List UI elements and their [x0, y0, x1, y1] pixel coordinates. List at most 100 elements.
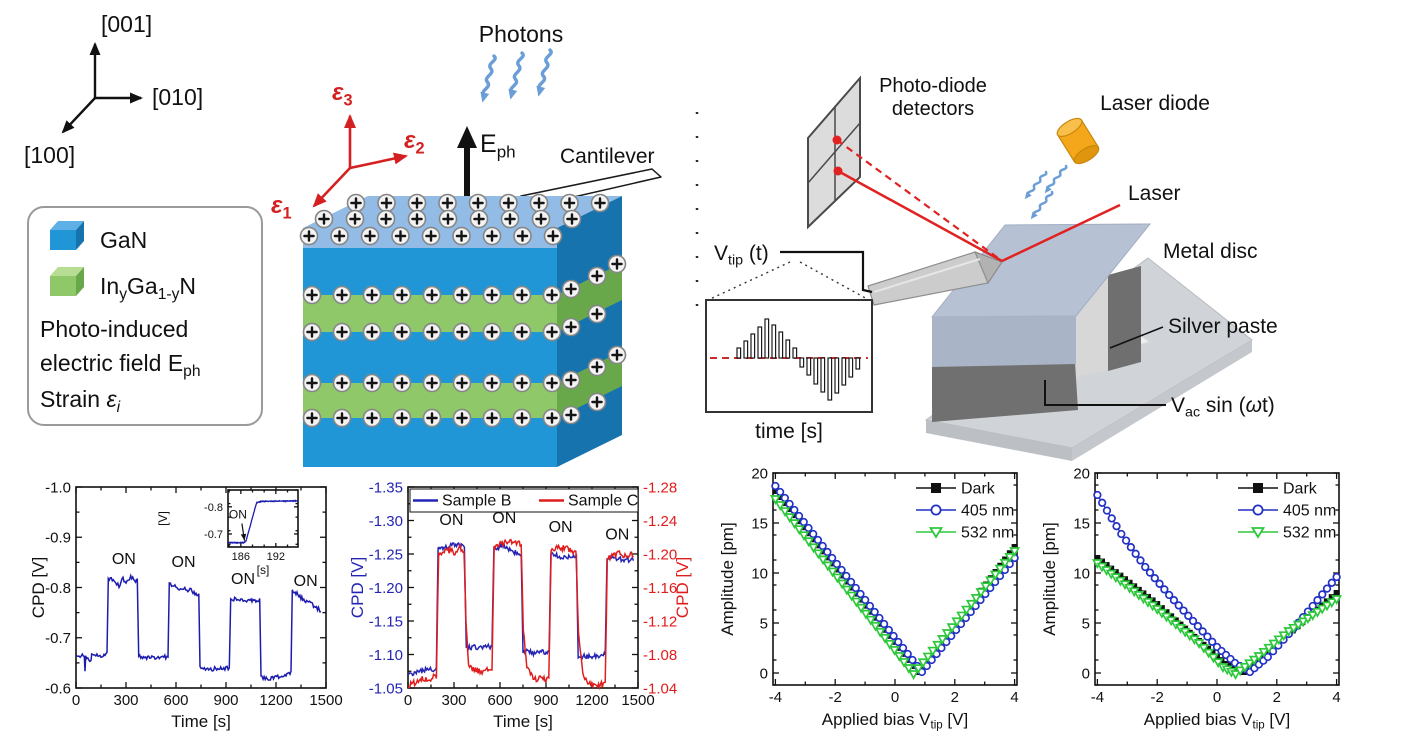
- gan-swatch-icon: [50, 221, 84, 250]
- photon-wave-icon: [1030, 190, 1054, 220]
- x-tick-label: 2: [1273, 689, 1281, 706]
- plus-charge-icon: [422, 373, 442, 393]
- legend-label: 532 nm: [961, 525, 1014, 542]
- legend-label: Dark: [961, 481, 996, 498]
- x-tick-label: 300: [113, 692, 138, 709]
- plus-charge-icon: [590, 193, 610, 213]
- axis-100-arrow: [61, 97, 96, 134]
- photon-wave-icon: [1024, 170, 1048, 200]
- y-tick-label: 15: [1073, 515, 1090, 532]
- plus-charge-icon: [607, 345, 627, 365]
- series-sample-b: [407, 540, 635, 677]
- annotation-on: ON: [549, 519, 573, 536]
- plus-charge-icon: [302, 373, 322, 393]
- y2-tick-label: -1.16: [643, 580, 677, 597]
- y-tick-label: -0.8: [45, 580, 71, 597]
- x-tick-label: 1200: [575, 692, 608, 709]
- x-tick-label: 192: [267, 551, 285, 563]
- y-tick-label: 15: [751, 515, 768, 532]
- y-axis-title: Amplitude [pm]: [1040, 522, 1059, 635]
- plus-charge-icon: [302, 285, 322, 305]
- vac-label: Vac sin (ωt): [1171, 394, 1275, 421]
- plot-frame: [407, 486, 639, 689]
- plus-charge-icon: [422, 408, 442, 428]
- reflected-beam-solid: [837, 169, 1003, 263]
- plus-charge-icon: [469, 209, 489, 229]
- y-tick-label: -0.7: [45, 630, 71, 647]
- y-tick-label: -1.05: [369, 680, 403, 697]
- plus-charge-icon: [330, 226, 349, 246]
- gan-label: GaN: [100, 227, 147, 253]
- y-tick-label: -1.0: [45, 479, 71, 496]
- vtip-label: Vtip (t): [714, 242, 769, 269]
- y-tick-label: 10: [1073, 565, 1090, 582]
- plus-charge-icon: [391, 226, 410, 246]
- y-tick-label: -0.7: [204, 529, 223, 541]
- annotation-on: ON: [229, 508, 247, 522]
- plus-charge-icon: [512, 285, 532, 305]
- plus-charge-icon: [607, 254, 627, 274]
- axis-001-label: [001]: [101, 11, 152, 37]
- plus-charge-icon: [561, 405, 581, 425]
- y-axis-title: Amplitude [pm]: [718, 522, 737, 635]
- silver-paste-leader: [1109, 326, 1164, 349]
- y-tick-label: -1.35: [369, 479, 403, 496]
- plus-charge-icon: [500, 209, 520, 229]
- y2-tick-label: -1.20: [643, 546, 677, 563]
- plus-charge-icon: [360, 226, 380, 246]
- series-532-nm: [1091, 559, 1343, 680]
- legend-label: Sample B: [442, 493, 511, 510]
- plus-charge-icon: [362, 408, 382, 428]
- laser-label: Laser: [1128, 182, 1181, 205]
- y-tick-label: -1.20: [369, 580, 403, 597]
- strain-e3-label: ε3: [332, 79, 353, 109]
- metal-disc-right: [1108, 266, 1141, 371]
- silver-paste-label: Silver paste: [1168, 315, 1278, 338]
- plus-charge-icon: [377, 193, 396, 213]
- y-axis-title: [V]: [156, 511, 170, 526]
- plus-charge-icon: [452, 285, 472, 305]
- positive-charges: [299, 193, 627, 428]
- plus-charge-icon: [543, 226, 563, 246]
- strain-e2-label: ε2: [404, 127, 425, 157]
- ingan-swatch-icon: [50, 267, 84, 296]
- x-axis-title: Applied bias Vtip [V]: [1144, 710, 1290, 732]
- plus-charge-icon: [542, 408, 562, 428]
- x-tick-label: 1500: [309, 692, 342, 709]
- plus-charge-icon: [468, 193, 488, 213]
- plus-charge-icon: [392, 322, 412, 342]
- x-tick-label: 300: [441, 692, 466, 709]
- ingan-layer-1-side: [557, 263, 622, 332]
- x-tick-label: -4: [769, 689, 782, 706]
- plus-charge-icon: [512, 322, 532, 342]
- base-plate-right: [1072, 340, 1252, 461]
- laser-diode-icon: [1056, 117, 1100, 165]
- plus-charge-icon: [299, 226, 319, 246]
- photon-wave-icon: [536, 48, 553, 97]
- vac-wire: [1044, 380, 1166, 406]
- y-tick-label: -0.8: [204, 502, 223, 514]
- plus-charge-icon: [561, 370, 581, 390]
- y-tick-label: 0: [1082, 665, 1090, 682]
- laser-beam: [1001, 203, 1121, 263]
- annotation-on: ON: [605, 526, 629, 543]
- plus-charge-icon: [332, 408, 352, 428]
- x-tick-label: -2: [829, 689, 842, 706]
- base-plate-front: [926, 420, 1072, 461]
- plus-charge-icon: [302, 322, 322, 342]
- annotation-on: ON: [294, 573, 318, 590]
- plus-charge-icon: [587, 392, 607, 412]
- photon-wave-icons: [480, 48, 1068, 220]
- x-tick-label: 600: [163, 692, 188, 709]
- eph-label: Eph: [480, 130, 516, 162]
- crystal-axes: [61, 42, 143, 134]
- ingan-label: InyGa1-yN: [100, 273, 196, 303]
- detector-label-1: Photo-diode: [879, 75, 987, 97]
- cube-front-face: [303, 228, 557, 467]
- x-tick-label: 186: [232, 551, 250, 563]
